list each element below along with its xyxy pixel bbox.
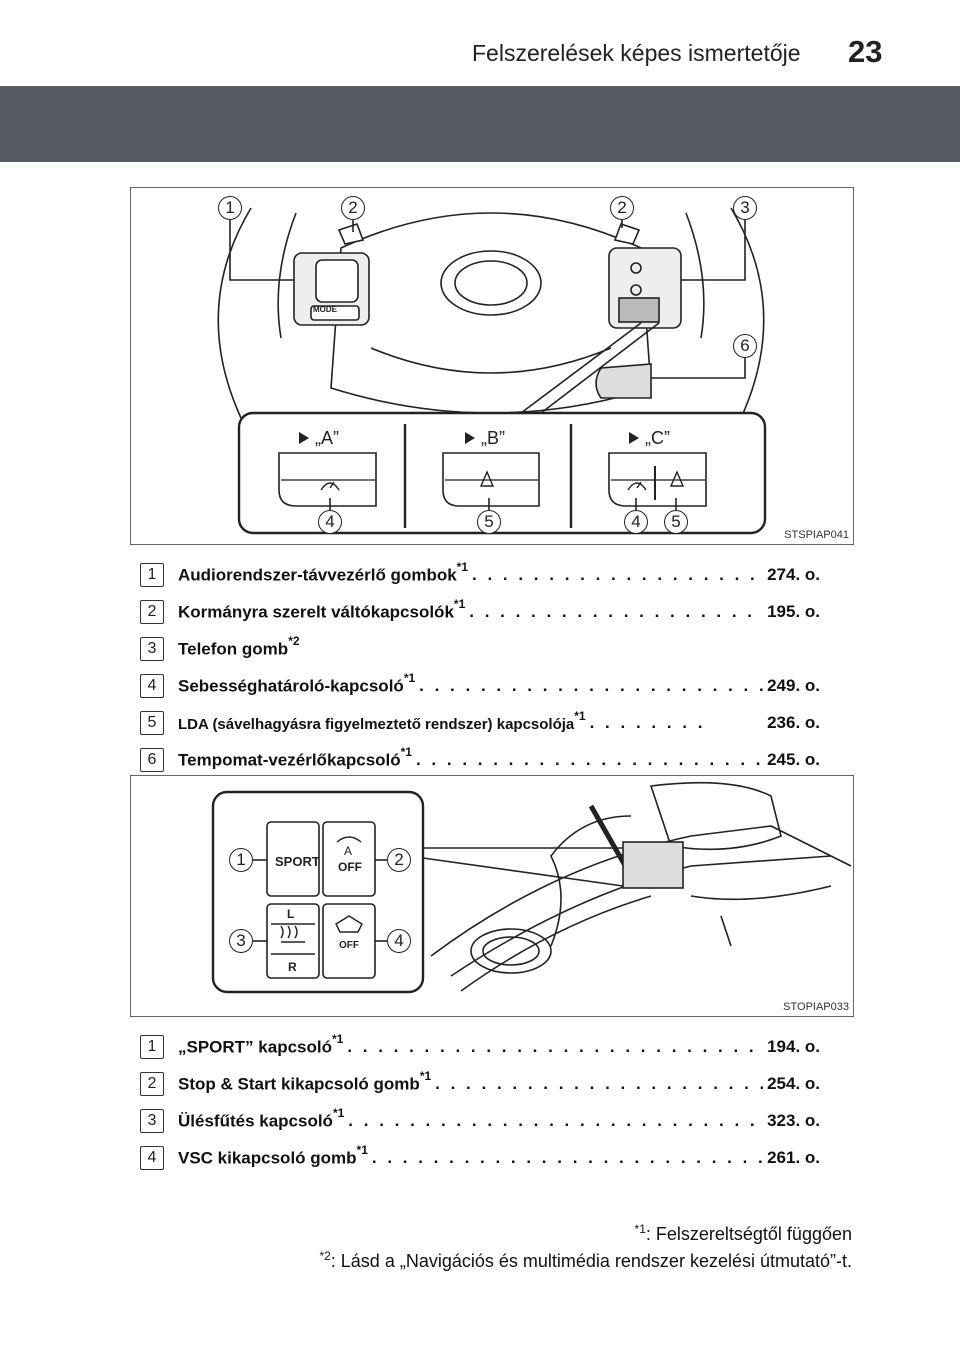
- leader-dots: . . . . . . . . . . . . . . . . . . . . …: [419, 675, 763, 695]
- console-controls-list: 1 „SPORT” kapcsoló*1 . . . . . . . . . .…: [140, 1028, 820, 1176]
- item-footnote-mark: *1: [400, 745, 412, 760]
- callout-1: 1: [229, 848, 253, 872]
- footnote-2: *2: Lásd a „Navigációs és multimédia ren…: [319, 1245, 852, 1272]
- item-label: Tempomat-vezérlőkapcsoló: [178, 750, 401, 770]
- leader-dots: . . . . . . . . . . . . . . . . . . . . …: [435, 1073, 763, 1093]
- item-number: 5: [140, 710, 164, 735]
- list-item: 2 Kormányra szerelt váltókapcsolók*1 . .…: [140, 593, 820, 630]
- item-footnote-mark: *1: [456, 560, 469, 575]
- leader-dots: . . . . . . . . . . . . . . . . . . . . …: [415, 749, 764, 769]
- item-number: 6: [140, 747, 164, 772]
- leader-dots: . . . . . . . . . . . . . . . . . . . . …: [348, 1110, 763, 1130]
- leader-dots: . . . . . . . . . . . . . . . . . . . . …: [469, 601, 763, 621]
- item-footnote-mark: *2: [288, 634, 300, 649]
- item-footnote-mark: *1: [419, 1069, 432, 1084]
- list-item: 2 Stop & Start kikapcsoló gomb*1 . . . .…: [140, 1065, 820, 1102]
- callout-5-b: 5: [477, 510, 501, 534]
- vsc-off-label: OFF: [339, 940, 359, 951]
- page-reference: 249. o.: [767, 675, 820, 695]
- item-footnote-mark: *1: [574, 709, 586, 723]
- page-reference: 274. o.: [767, 564, 820, 584]
- seat-heater-l-label: L: [287, 907, 295, 921]
- list-item: 3 Ülésfűtés kapcsoló*1 . . . . . . . . .…: [140, 1102, 820, 1139]
- figure-code: STOPIAP033: [783, 1001, 849, 1013]
- list-item: 3 Telefon gomb*2: [140, 630, 820, 667]
- list-item: 1 Audiorendszer-távvezérlő gombok*1 . . …: [140, 556, 820, 593]
- view-label-b: „B”: [481, 428, 505, 448]
- callout-4-c: 4: [624, 510, 648, 534]
- item-number: 3: [140, 636, 164, 661]
- list-item: 1 „SPORT” kapcsoló*1 . . . . . . . . . .…: [140, 1028, 820, 1065]
- callout-3: 3: [229, 929, 253, 953]
- item-number: 2: [140, 599, 164, 624]
- steering-controls-list: 1 Audiorendszer-távvezérlő gombok*1 . . …: [140, 556, 820, 778]
- stop-start-a-label: A: [344, 844, 353, 858]
- item-number: 1: [140, 562, 164, 587]
- stop-start-off-label: OFF: [338, 860, 362, 874]
- footnote-text: : Felszereltségtől függően: [645, 1224, 852, 1244]
- sport-button-label: SPORT: [275, 854, 320, 869]
- footnotes: *1: Felszereltségtől függően *2: Lásd a …: [319, 1218, 852, 1272]
- running-header-title: Felszerelések képes ismertetője: [472, 40, 801, 66]
- item-label: Ülésfűtés kapcsoló: [178, 1111, 333, 1131]
- callout-5-c: 5: [664, 510, 688, 534]
- page-reference: 323. o.: [767, 1110, 820, 1130]
- page-reference: 195. o.: [767, 601, 820, 621]
- item-number: 2: [140, 1071, 164, 1096]
- page-reference: 245. o.: [767, 749, 820, 769]
- item-footnote-mark: *1: [331, 1032, 344, 1047]
- item-label: Kormányra szerelt váltókapcsolók: [178, 602, 454, 622]
- item-number: 4: [140, 1145, 164, 1170]
- leader-dots: . . . . . . . .: [589, 712, 706, 732]
- callout-6: 6: [733, 334, 757, 358]
- page-reference: 261. o.: [767, 1147, 820, 1167]
- callout-3: 3: [733, 196, 757, 220]
- item-footnote-mark: *1: [332, 1106, 345, 1121]
- item-label: Telefon gomb: [178, 639, 289, 659]
- callout-2-left: 2: [341, 196, 365, 220]
- item-label: LDA (sávelhagyásra figyelmeztető rendsze…: [178, 716, 575, 733]
- mode-button-label: MODE: [313, 305, 337, 314]
- list-item: 6 Tempomat-vezérlőkapcsoló*1 . . . . . .…: [140, 741, 820, 778]
- figure-code: STSPIAP041: [784, 529, 849, 541]
- item-footnote-mark: *1: [453, 597, 466, 612]
- view-label-c: „C”: [645, 428, 670, 448]
- center-console-figure: SPORT A OFF L R OFF 1 2 3 4 STOPIAP033: [130, 775, 854, 1017]
- item-number: 3: [140, 1108, 164, 1133]
- steering-wheel-illustration: [217, 207, 767, 535]
- leader-dots: . . . . . . . . . . . . . . . . . . . . …: [347, 1036, 763, 1056]
- callout-4-a: 4: [318, 510, 342, 534]
- page-reference: 254. o.: [767, 1073, 820, 1093]
- item-label: Sebességhatároló-kapcsoló: [178, 676, 404, 696]
- footnote-mark: *2: [319, 1249, 331, 1263]
- callout-2-right: 2: [610, 196, 634, 220]
- footnote-text: : Lásd a „Navigációs és multimédia rends…: [330, 1251, 852, 1271]
- item-number: 4: [140, 673, 164, 698]
- page-reference: 194. o.: [767, 1036, 820, 1056]
- seat-heater-r-label: R: [288, 960, 297, 974]
- list-item: 5 LDA (sávelhagyásra figyelmeztető rends…: [140, 704, 820, 741]
- item-label: „SPORT” kapcsoló: [178, 1037, 332, 1057]
- item-footnote-mark: *1: [403, 671, 416, 686]
- leader-dots: . . . . . . . . . . . . . . . . . . . . …: [371, 1147, 763, 1167]
- footnote-mark: *1: [634, 1222, 646, 1236]
- center-console-illustration: [211, 781, 852, 994]
- list-item: 4 VSC kikapcsoló gomb*1 . . . . . . . . …: [140, 1139, 820, 1176]
- item-footnote-mark: *1: [356, 1143, 368, 1158]
- item-number: 1: [140, 1034, 164, 1059]
- callout-4: 4: [387, 929, 411, 953]
- callout-2: 2: [387, 848, 411, 872]
- page-reference: 236. o.: [767, 712, 820, 732]
- steering-wheel-figure: MODE „A” „B” „C” 1 2 2 3 6 4 5 4 5 STSPI…: [130, 187, 854, 545]
- section-banner: [0, 86, 960, 162]
- leader-dots: . . . . . . . . . . . . . . . . . . . . …: [472, 564, 763, 584]
- item-label: Audiorendszer-távvezérlő gombok: [178, 565, 457, 585]
- item-label: VSC kikapcsoló gomb: [178, 1148, 357, 1168]
- footnote-1: *1: Felszereltségtől függően: [319, 1218, 852, 1245]
- callout-1: 1: [218, 196, 242, 220]
- page-number: 23: [848, 34, 883, 69]
- view-label-a: „A”: [315, 428, 339, 448]
- list-item: 4 Sebességhatároló-kapcsoló*1 . . . . . …: [140, 667, 820, 704]
- item-label: Stop & Start kikapcsoló gomb: [178, 1074, 420, 1094]
